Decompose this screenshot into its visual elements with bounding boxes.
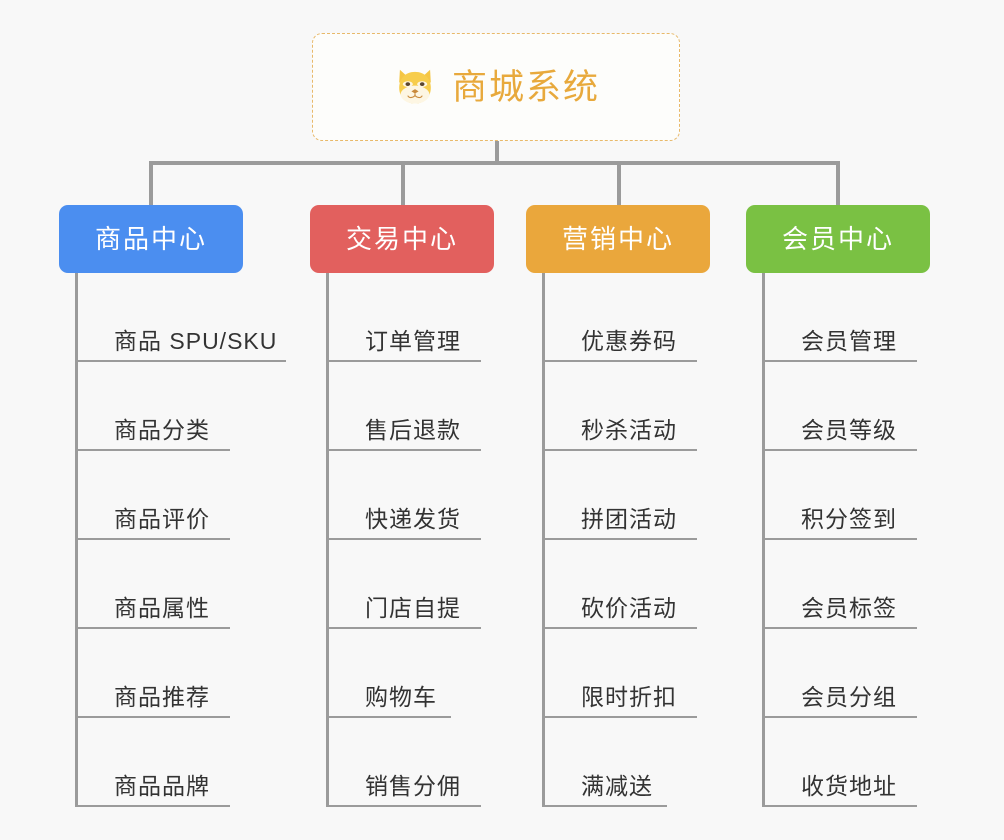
leaf-list: 会员管理 会员等级 积分签到 会员标签 会员分组 收货地址 [762,273,930,807]
category-label: 交易中心 [345,224,458,254]
leaf-underline [78,805,230,807]
category-box[interactable]: 会员中心 [746,205,930,273]
leaf-underline [545,360,697,362]
list-item[interactable]: 限时折扣 [545,629,710,718]
drop-connector-2 [401,161,405,207]
leaf-underline [329,805,481,807]
list-item[interactable]: 会员标签 [765,540,930,629]
leaf-label: 会员分组 [801,684,897,710]
list-item[interactable]: 会员管理 [765,273,930,362]
list-item[interactable]: 售后退款 [329,362,494,451]
leaf-label: 商品分类 [114,417,210,443]
category-box[interactable]: 营销中心 [526,205,710,273]
leaf-label: 拼团活动 [581,506,677,532]
leaf-label: 秒杀活动 [581,417,677,443]
root-stem-connector [495,141,499,163]
leaf-underline [545,627,697,629]
list-item[interactable]: 商品评价 [78,451,277,540]
category-box[interactable]: 交易中心 [310,205,494,273]
leaf-underline [329,360,481,362]
leaf-underline [545,716,697,718]
leaf-label: 商品推荐 [114,684,210,710]
list-item[interactable]: 会员等级 [765,362,930,451]
leaf-underline [545,449,697,451]
leaf-label: 订单管理 [365,328,461,354]
leaf-label: 积分签到 [801,506,897,532]
drop-connector-1 [149,161,153,207]
leaf-label: 商品 SPU/SKU [114,328,278,354]
list-item[interactable]: 满减送 [545,718,710,807]
list-item[interactable]: 商品属性 [78,540,277,629]
list-item[interactable]: 门店自提 [329,540,494,629]
root-title: 商城系统 [451,67,600,107]
leaf-list: 优惠券码 秒杀活动 拼团活动 砍价活动 限时折扣 满减送 [542,273,710,807]
leaf-label: 会员管理 [801,328,897,354]
list-item[interactable]: 会员分组 [765,629,930,718]
list-item[interactable]: 秒杀活动 [545,362,710,451]
leaf-label: 砍价活动 [581,595,677,621]
leaf-underline [78,360,286,362]
leaf-label: 销售分佣 [365,773,461,799]
leaf-label: 购物车 [365,684,437,710]
branch-column: 商品中心 商品 SPU/SKU 商品分类 商品评价 商品属性 商品推荐 商品品牌 [59,205,286,807]
leaf-underline [78,449,230,451]
list-item[interactable]: 拼团活动 [545,451,710,540]
list-item[interactable]: 订单管理 [329,273,494,362]
leaf-label: 门店自提 [365,595,461,621]
leaf-label: 售后退款 [365,417,461,443]
leaf-label: 会员标签 [801,595,897,621]
branch-column: 交易中心 订单管理 售后退款 快递发货 门店自提 购物车 销售分佣 [310,205,494,807]
list-item[interactable]: 积分签到 [765,451,930,540]
list-item[interactable]: 销售分佣 [329,718,494,807]
leaf-label: 优惠券码 [581,328,677,354]
drop-connector-3 [617,161,621,207]
leaf-underline [765,538,917,540]
list-item[interactable]: 商品品牌 [78,718,277,807]
leaf-label: 会员等级 [801,417,897,443]
leaf-list: 商品 SPU/SKU 商品分类 商品评价 商品属性 商品推荐 商品品牌 [75,273,286,807]
leaf-label: 满减送 [581,773,653,799]
list-item[interactable]: 砍价活动 [545,540,710,629]
list-item[interactable]: 商品 SPU/SKU [78,273,286,362]
leaf-underline [329,449,481,451]
leaf-label: 商品属性 [114,595,210,621]
leaf-underline [765,449,917,451]
leaf-underline [329,716,451,718]
leaf-underline [78,716,230,718]
list-item[interactable]: 商品分类 [78,362,277,451]
leaf-list: 订单管理 售后退款 快递发货 门店自提 购物车 销售分佣 [326,273,494,807]
list-item[interactable]: 收货地址 [765,718,930,807]
leaf-label: 商品评价 [114,506,210,532]
leaf-label: 限时折扣 [581,684,677,710]
leaf-underline [78,627,230,629]
category-label: 商品中心 [94,224,207,254]
leaf-label: 收货地址 [801,773,897,799]
list-item[interactable]: 购物车 [329,629,494,718]
leaf-label: 商品品牌 [114,773,210,799]
leaf-underline [329,538,481,540]
leaf-underline [765,627,917,629]
list-item[interactable]: 快递发货 [329,451,494,540]
list-item[interactable]: 优惠券码 [545,273,710,362]
leaf-underline [545,538,697,540]
category-box[interactable]: 商品中心 [59,205,243,273]
branch-column: 会员中心 会员管理 会员等级 积分签到 会员标签 会员分组 收货地址 [746,205,930,807]
leaf-underline [765,360,917,362]
list-item[interactable]: 商品推荐 [78,629,277,718]
drop-connector-4 [836,161,840,207]
leaf-underline [78,538,230,540]
branch-column: 营销中心 优惠券码 秒杀活动 拼团活动 砍价活动 限时折扣 满减送 [526,205,710,807]
category-label: 营销中心 [561,224,674,254]
leaf-underline [329,627,481,629]
leaf-underline [765,716,917,718]
horizontal-bus-connector [149,161,840,165]
leaf-underline [765,805,917,807]
leaf-label: 快递发货 [365,506,461,532]
shiba-dog-icon [399,69,431,104]
category-label: 会员中心 [781,224,894,254]
leaf-underline [545,805,667,807]
root-node[interactable]: 商城系统 [312,33,680,141]
